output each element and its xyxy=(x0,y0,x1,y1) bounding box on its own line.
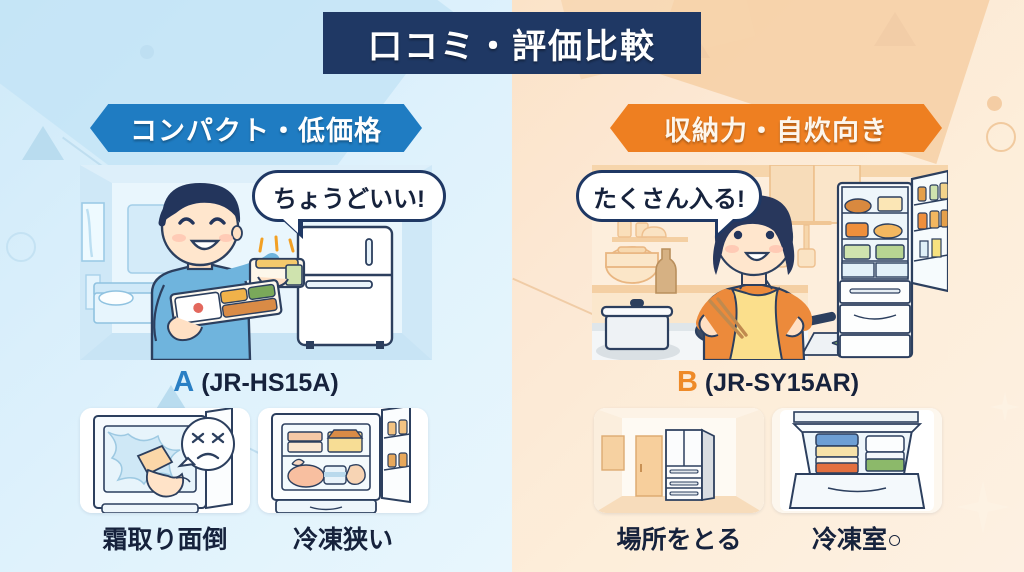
left-model-code: (JR-HS15A) xyxy=(201,369,339,397)
right-section-header: 収納力・自炊向き xyxy=(610,104,942,152)
thumbnail-fridge-in-room xyxy=(594,408,764,513)
right-section-label: 収納力・自炊向き xyxy=(664,115,888,146)
right-model-letter: B xyxy=(676,366,698,398)
right-model-code: (JR-SY15AR) xyxy=(704,369,860,397)
right-bubble-text: たくさん入る! xyxy=(593,185,745,213)
right-model-label: B (JR-SY15AR) xyxy=(592,366,944,399)
left-model-label: A (JR-HS15A) xyxy=(80,366,432,399)
left-speech-bubble: ちょうどいい! xyxy=(252,170,446,239)
page-title: 口コミ・評価比較 xyxy=(368,27,656,66)
bubble-tail-fill-icon xyxy=(283,219,298,233)
thumbnail-caption-freezer-small: 冷凍狭い xyxy=(292,526,393,554)
thumbnail-caption-frost: 霜取り面倒 xyxy=(102,526,228,554)
left-section-header: コンパクト・低価格 xyxy=(90,104,422,152)
left-bubble-text: ちょうどいい! xyxy=(273,185,425,213)
thumbnail-caption-takes-space: 場所をとる xyxy=(616,526,742,554)
left-section-label: コンパクト・低価格 xyxy=(130,115,382,146)
right-illustration xyxy=(592,165,948,360)
right-speech-bubble: たくさん入る! xyxy=(576,170,762,239)
bubble-tail-fill-icon xyxy=(718,219,733,233)
thumbnail-packed-freezer xyxy=(258,408,428,513)
left-model-letter: A xyxy=(173,366,195,398)
thumbnail-freezer-drawer xyxy=(772,408,942,513)
thumbnail-frost-scraping xyxy=(80,408,250,513)
thumbnail-caption-freezer-ok: 冷凍室○ xyxy=(811,526,903,554)
